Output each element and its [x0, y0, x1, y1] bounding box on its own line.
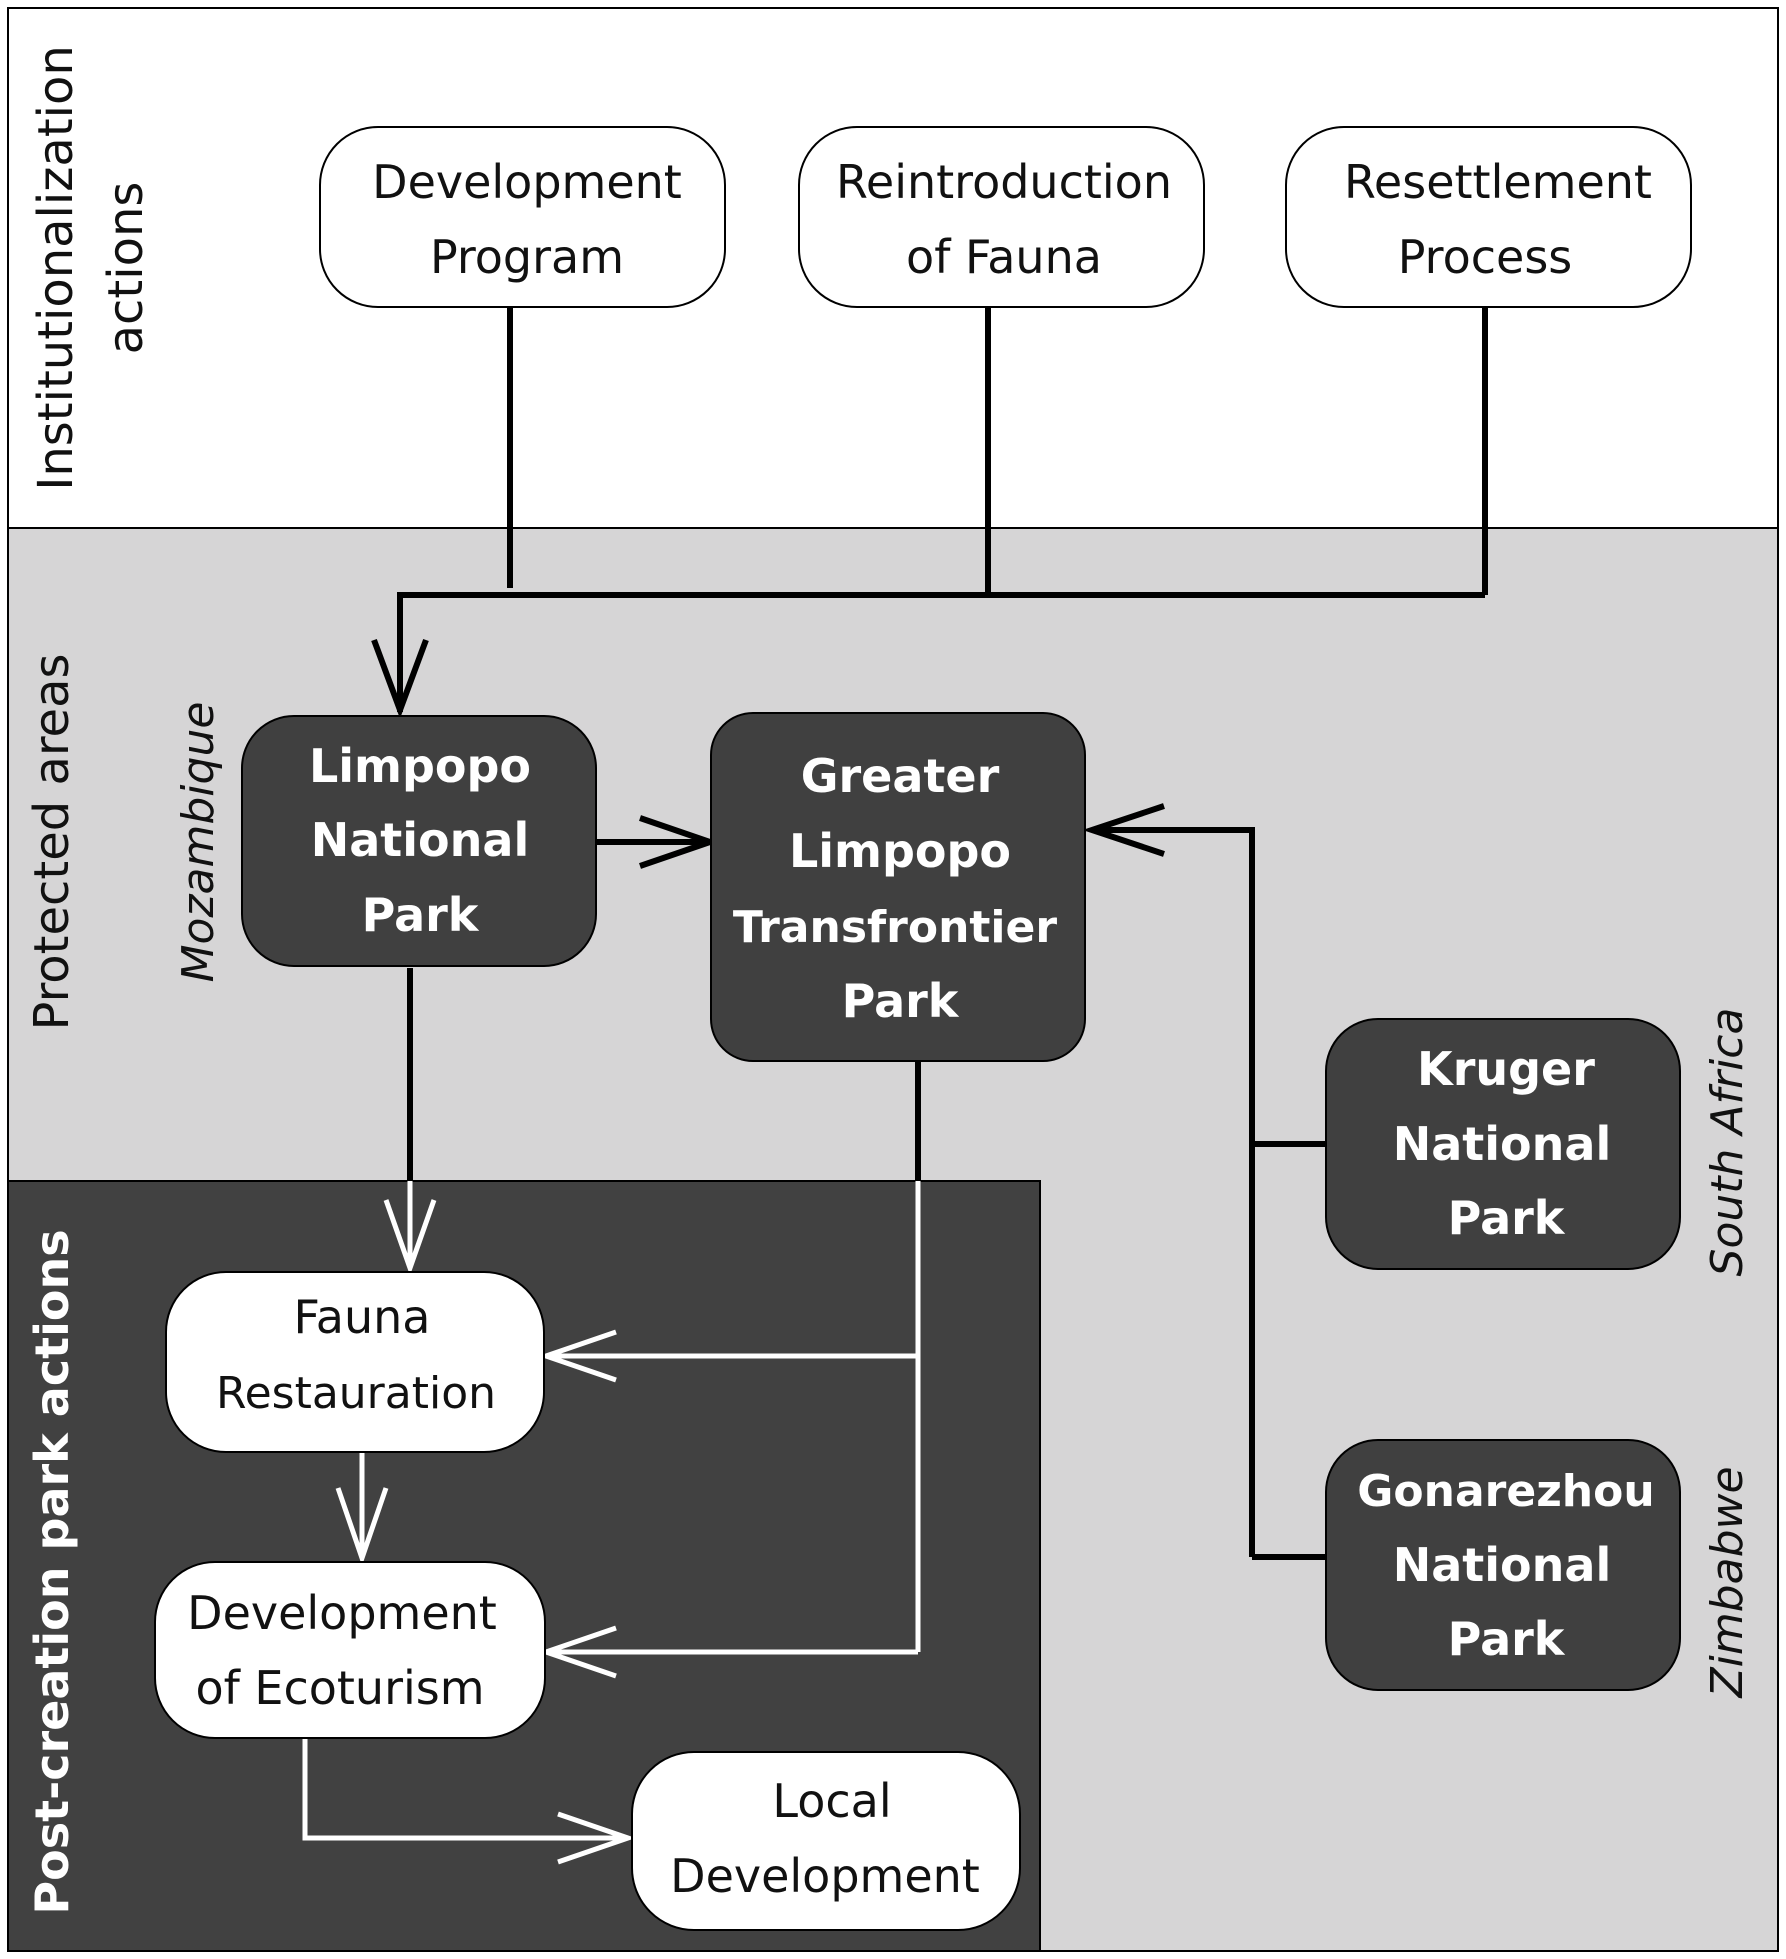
box-ecotourism-line1: Development — [187, 1586, 497, 1640]
box-gonarezhou-np-line2: National — [1393, 1538, 1611, 1592]
box-gonarezhou-np-line3: Park — [1448, 1612, 1566, 1666]
box-resettlement-process-line2: Process — [1398, 230, 1573, 284]
box-greater-limpopo-transfrontier-park: Greater Limpopo Transfrontier Park — [710, 712, 1086, 1062]
arrow-to-ecotourism — [335, 1487, 389, 1566]
box-limpopo-national-park: Limpopo National Park — [241, 715, 597, 967]
box-development-program-line1: Development — [372, 155, 682, 209]
box-kruger-np-line2: National — [1393, 1117, 1611, 1171]
box-fauna-restauration-line2: Restauration — [216, 1368, 496, 1419]
box-glt-line1: Greater — [801, 749, 1000, 803]
box-development-program: Development Program — [319, 126, 726, 308]
box-limpopo-np-line3: Park — [362, 888, 480, 942]
box-kruger-np-line3: Park — [1448, 1191, 1566, 1245]
box-kruger-national-park: Kruger National Park — [1325, 1018, 1681, 1270]
box-resettlement-process-line1: Resettlement — [1344, 155, 1652, 209]
arrow-to-fauna-from-glt — [538, 1329, 617, 1383]
connector-ecotourism-to-local — [302, 1738, 628, 1841]
box-glt-line2: Limpopo — [789, 824, 1011, 878]
glt-white-connectors — [546, 1181, 921, 1655]
box-local-development-line2: Development — [670, 1849, 980, 1903]
box-resettlement-process: Resettlement Process — [1285, 126, 1692, 308]
box-limpopo-np-line1: Limpopo — [309, 739, 531, 793]
institutional-connectors — [397, 308, 1488, 712]
box-local-development: Local Development — [631, 1751, 1021, 1931]
arrow-to-limpopo-np — [371, 638, 429, 719]
box-development-of-ecoturism: Development of Ecoturism — [154, 1561, 546, 1739]
protected-areas-title: Protected areas — [24, 653, 80, 1030]
box-ecotourism-line2: of Ecoturism — [195, 1661, 484, 1715]
box-gonarezhou-national-park: Gonarezhou National Park — [1325, 1439, 1681, 1691]
box-glt-line3: Transfrontier — [733, 902, 1057, 953]
box-reintroduction-fauna-line2: of Fauna — [906, 230, 1102, 284]
arrow-from-right-to-glt — [1082, 803, 1165, 857]
box-glt-line4: Park — [842, 974, 960, 1028]
arrow-to-fauna-restauration — [383, 1199, 437, 1276]
institutional-title-line2: actions — [98, 182, 154, 355]
box-reintroduction-fauna: Reintroduction of Fauna — [798, 126, 1205, 308]
sa-zim-connectors — [1092, 827, 1328, 1560]
box-reintroduction-fauna-line1: Reintroduction — [836, 155, 1172, 209]
box-kruger-np-line1: Kruger — [1417, 1042, 1595, 1096]
institutional-title-line1: Institutionalization — [28, 45, 84, 491]
box-limpopo-np-line2: National — [311, 813, 529, 867]
box-local-development-line1: Local — [772, 1774, 891, 1828]
country-zimbabwe: Zimbabwe — [1702, 1466, 1753, 1698]
box-fauna-restauration-line1: Fauna — [294, 1290, 431, 1344]
country-mozambique: Mozambique — [173, 702, 224, 983]
box-development-program-line2: Program — [430, 230, 624, 284]
country-south-africa: South Africa — [1702, 1008, 1753, 1277]
box-gonarezhou-np-line1: Gonarezhou — [1357, 1466, 1654, 1517]
arrow-to-local-development — [557, 1811, 636, 1865]
post-creation-title: Post-creation park actions — [25, 1229, 79, 1914]
box-fauna-restauration: Fauna Restauration — [165, 1271, 545, 1453]
